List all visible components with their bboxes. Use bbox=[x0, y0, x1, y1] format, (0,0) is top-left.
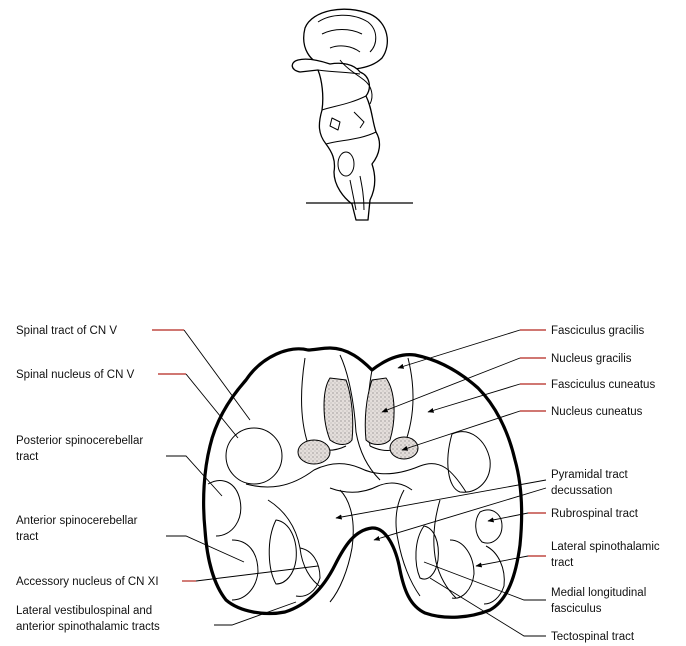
label-anterior-spinocerebellar-line2: tract bbox=[16, 531, 39, 543]
brainstem-outline bbox=[291, 58, 381, 221]
label-accessory-nucleus: Accessory nucleus of CN XI bbox=[16, 576, 159, 588]
label-pyramidal-tract-line2: decussation bbox=[551, 485, 612, 497]
label-fasciculus-cuneatus: Fasciculus cuneatus bbox=[551, 379, 655, 391]
label-pyramidal-tract-line1: Pyramidal tract bbox=[551, 469, 628, 481]
labels-left: Spinal tract of CN V Spinal nucleus of C… bbox=[16, 325, 160, 633]
label-fasciculus-gracilis: Fasciculus gracilis bbox=[551, 325, 645, 337]
brainstem-orientation-sketch bbox=[291, 8, 413, 221]
nucleus-cuneatus-left bbox=[297, 439, 331, 465]
labels-right: Fasciculus gracilis Nucleus gracilis Fas… bbox=[551, 325, 660, 643]
label-medial-longitudinal-line2: fasciculus bbox=[551, 603, 602, 615]
spinal-nucleus-cn-v bbox=[225, 427, 283, 485]
label-lateral-vestibulospinal-line1: Lateral vestibulospinal and bbox=[16, 605, 152, 617]
nucleus-gracilis-right bbox=[364, 377, 395, 445]
label-lateral-spinothalamic-line1: Lateral spinothalamic bbox=[551, 541, 660, 553]
label-lateral-vestibulospinal-line2: anterior spinothalamic tracts bbox=[16, 621, 160, 633]
section-outline bbox=[202, 346, 524, 619]
nucleus-cuneatus-right bbox=[389, 436, 419, 460]
label-spinal-tract-cn-v: Spinal tract of CN V bbox=[16, 325, 117, 337]
label-tectospinal-tract: Tectospinal tract bbox=[551, 631, 635, 643]
label-posterior-spinocerebellar-line2: tract bbox=[16, 451, 39, 463]
label-medial-longitudinal-line1: Medial longitudinal bbox=[551, 587, 646, 599]
label-leaders bbox=[152, 329, 547, 637]
label-lateral-spinothalamic-line2: tract bbox=[551, 557, 574, 569]
label-rubrospinal-tract: Rubrospinal tract bbox=[551, 508, 639, 520]
label-nucleus-cuneatus: Nucleus cuneatus bbox=[551, 406, 643, 418]
nucleus-gracilis-left bbox=[323, 377, 354, 445]
label-nucleus-gracilis: Nucleus gracilis bbox=[551, 353, 632, 365]
label-anterior-spinocerebellar-line1: Anterior spinocerebellar bbox=[16, 515, 138, 527]
label-spinal-nucleus-cn-v: Spinal nucleus of CN V bbox=[16, 369, 135, 381]
label-posterior-spinocerebellar-line1: Posterior spinocerebellar bbox=[16, 435, 143, 447]
medulla-cross-section bbox=[202, 346, 524, 619]
